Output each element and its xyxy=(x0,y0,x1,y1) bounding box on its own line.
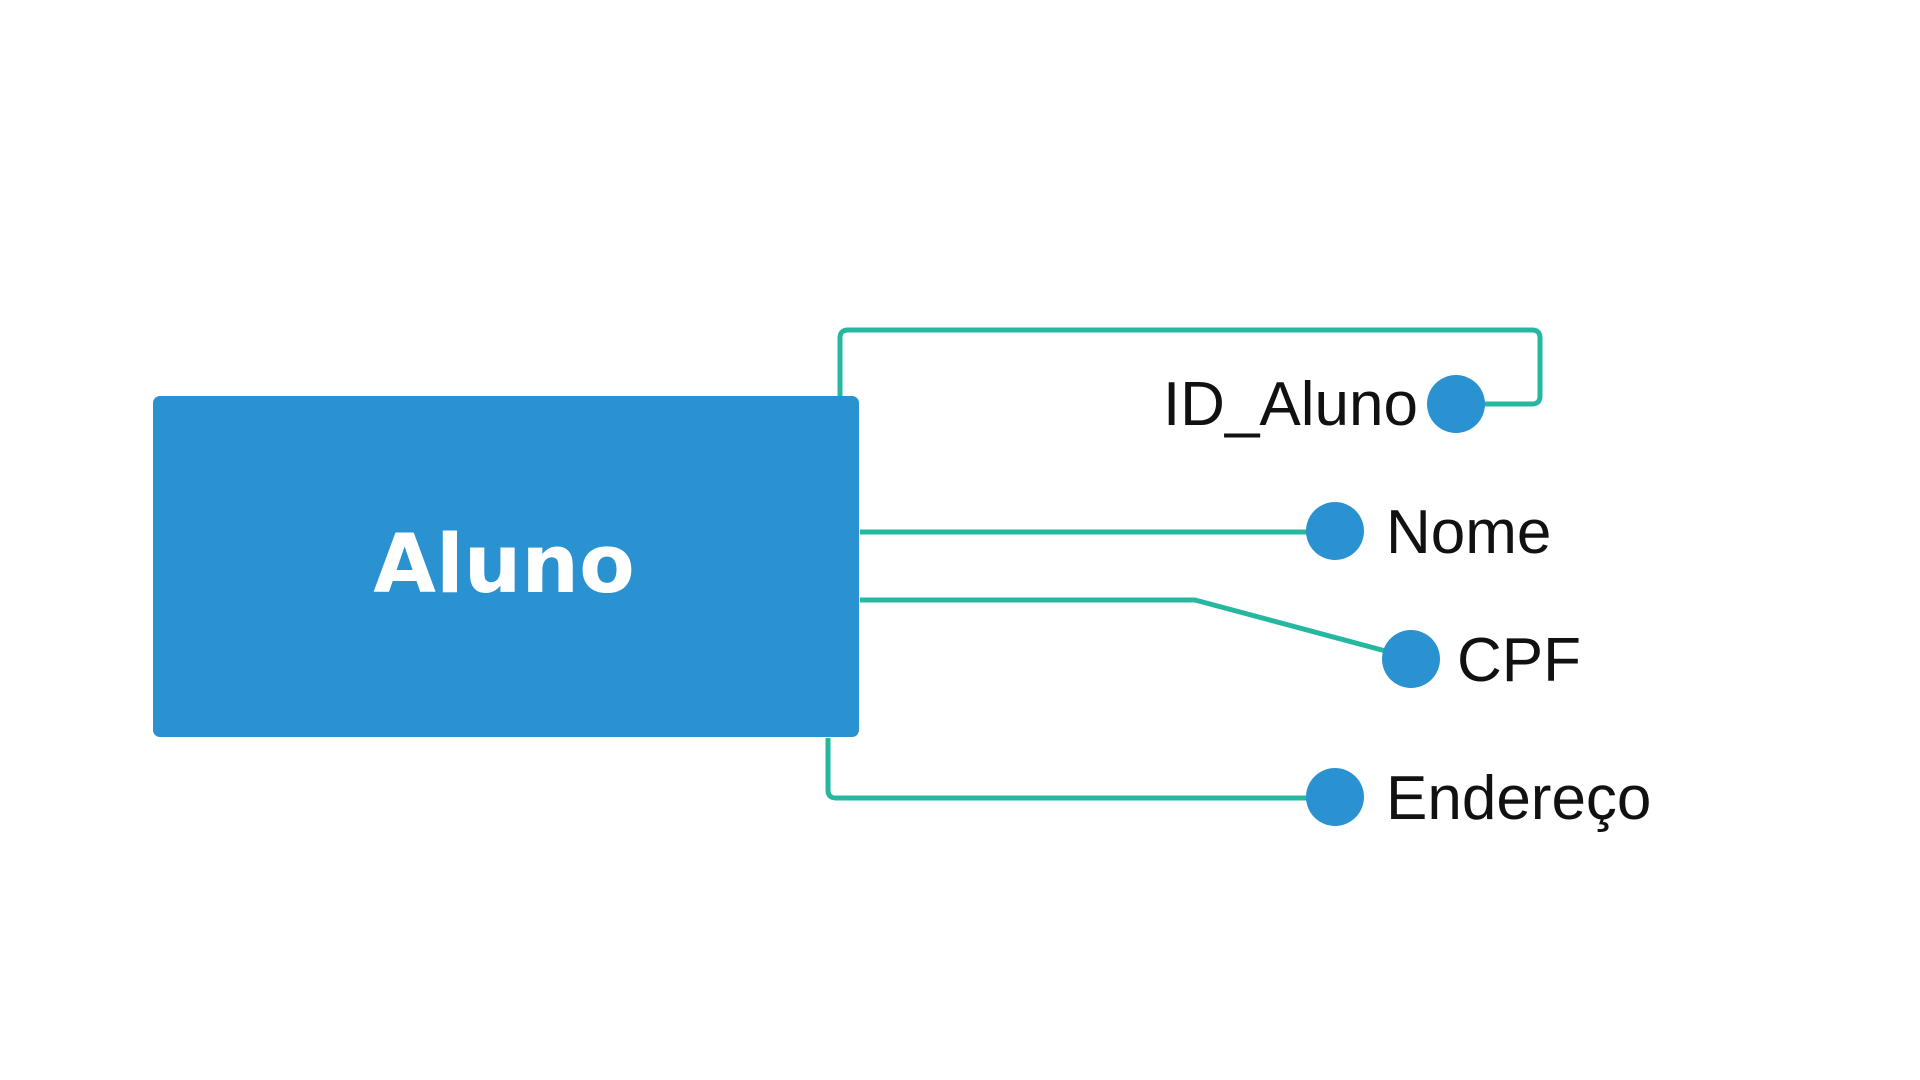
attribute-label-nome: Nome xyxy=(1386,498,1551,567)
connector-lines xyxy=(825,327,1543,801)
connector-cpf xyxy=(860,597,1394,656)
attribute-dot xyxy=(1306,502,1364,560)
entity-aluno[interactable]: Aluno xyxy=(153,396,859,737)
connector-id-aluno xyxy=(837,327,1543,407)
attribute-dot xyxy=(1306,768,1364,826)
attribute-dot xyxy=(1427,375,1485,433)
entity-box xyxy=(153,396,859,737)
attribute-cpf[interactable]: CPF xyxy=(1382,626,1581,695)
attribute-endereco[interactable]: Endereço xyxy=(1306,764,1651,833)
attribute-label-id-aluno: ID_Aluno xyxy=(1163,370,1418,439)
attribute-id-aluno[interactable]: ID_Aluno xyxy=(1163,370,1485,439)
attribute-label-cpf: CPF xyxy=(1457,626,1581,695)
attribute-nome[interactable]: Nome xyxy=(1306,498,1551,567)
attribute-label-endereco: Endereço xyxy=(1386,764,1651,833)
attribute-dot xyxy=(1382,630,1440,688)
entity-label: Aluno xyxy=(373,518,634,612)
connector-endereco xyxy=(825,738,1310,801)
